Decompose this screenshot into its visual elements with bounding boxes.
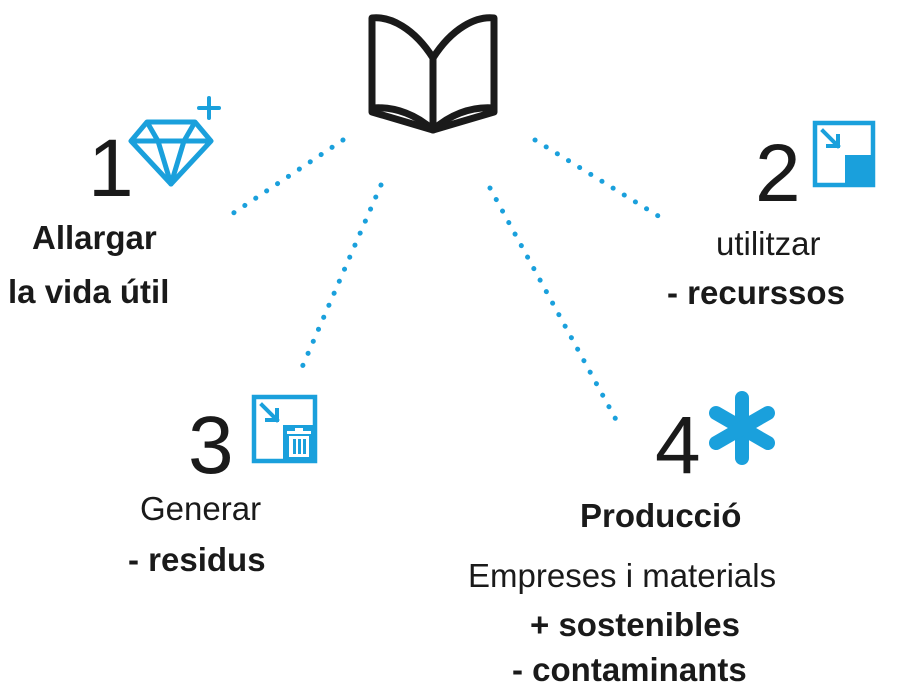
step-number-1: 1 [88,123,134,214]
item-4-line-3: - contaminants [512,651,747,688]
step-number-3: 3 [188,400,234,491]
item-4-title: Producció [580,497,742,534]
item-1-line-2: la vida útil [8,273,170,310]
asterisk-icon [709,391,775,465]
step-number-4: 4 [655,400,701,491]
item-2-line-2: - recurssos [667,274,845,311]
reduce-waste-bin-icon [251,394,318,464]
open-book-icon [368,14,498,134]
item-1-line-1: Allargar [32,219,157,256]
item-4-line-1: Empreses i materials [468,557,777,594]
connector-line-2 [532,137,671,225]
connector-line-4 [487,185,623,430]
resize-reduce-icon [812,120,876,188]
item-2-line-1: utilitzar [716,225,821,262]
item-3-line-1: Generar [140,490,262,527]
diamond-plus-icon [128,96,221,187]
step-number-2: 2 [755,128,801,219]
connector-line-3 [297,182,384,375]
item-3-line-2: - residus [128,541,266,578]
connector-line-1 [223,137,346,221]
item-4-line-2: + sostenibles [530,606,741,643]
